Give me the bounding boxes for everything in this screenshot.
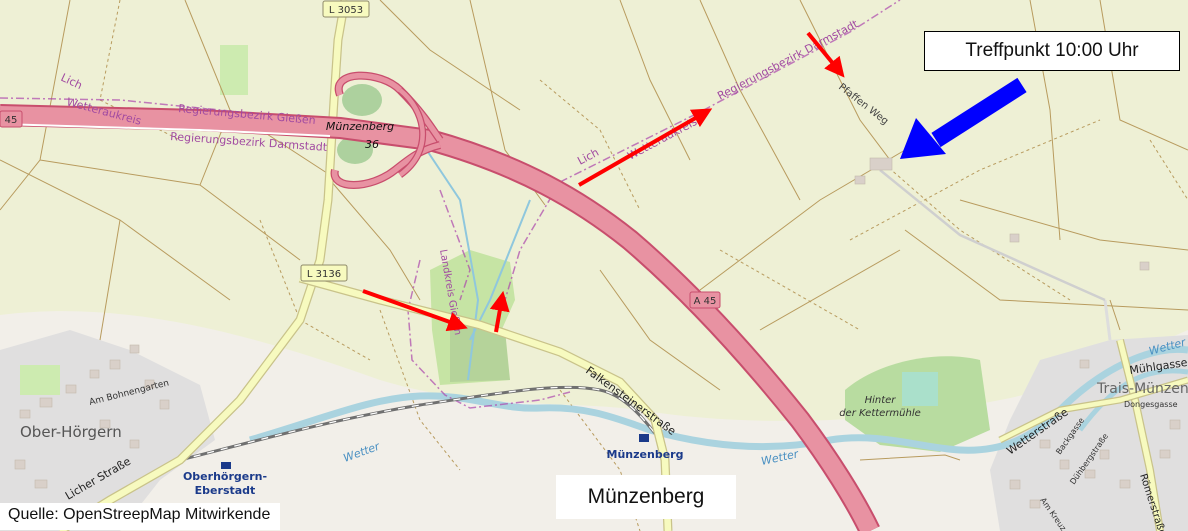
settlement-trais-muenzenberg [990, 335, 1188, 531]
valley-area [0, 311, 1188, 531]
road-shield-l3053: L 3053 [322, 0, 370, 18]
meadow-patch [20, 365, 60, 395]
route-arrow-4 [806, 31, 845, 78]
road-shield-l3136: L 3136 [300, 264, 348, 282]
railway [179, 385, 662, 462]
oberhoergern-station-label: Oberhörgern- [183, 470, 267, 483]
source-attribution: Quelle: OpenStreepMap Mitwirkende [0, 503, 281, 530]
oberhoergern-label: Ober-Hörgern [20, 423, 122, 441]
motorway-a45 [0, 71, 880, 531]
pond-area [902, 372, 938, 406]
svg-text:A 45: A 45 [694, 296, 717, 307]
muenzenberg-station-label: Münzenberg [607, 448, 684, 461]
route-arrow-3 [578, 108, 713, 187]
dongesgasse-label: Dongesgasse [1124, 400, 1178, 409]
road-shield-a45: A 45 [689, 291, 721, 309]
meeting-point-arrow [900, 77, 1027, 159]
junction-name-label: Münzenberg [326, 120, 394, 133]
forest-patch [337, 136, 373, 164]
hinter-label: Hinter [865, 395, 897, 406]
meeting-point-callout: Treffpunkt 10:00 Uhr [924, 31, 1180, 71]
farm-tracks [99, 0, 1188, 531]
secondary-roads [57, 0, 1188, 531]
road-shield-a45-left: 45 [0, 110, 23, 128]
forest-strip [450, 320, 510, 382]
streams [419, 139, 531, 381]
route-arrows [362, 31, 845, 333]
oberhoergern-station-label-2: Eberstadt [195, 484, 256, 497]
route-arrow-1 [362, 289, 468, 332]
forest-patch [342, 84, 382, 116]
minor-road [879, 169, 1106, 302]
town-label-box: Münzenberg [556, 475, 736, 519]
buildings [14, 157, 1181, 509]
svg-text:45: 45 [5, 115, 18, 126]
trais-muenzenberg-label: Trais-Münzenbe [1096, 381, 1188, 397]
route-arrow-2 [489, 290, 510, 333]
station-icon [221, 434, 649, 469]
motorway-divider [0, 123, 331, 137]
meadow-patch [220, 45, 248, 95]
svg-text:L 3053: L 3053 [329, 5, 363, 16]
der-kettermuehle-label: der Kettermühle [839, 408, 921, 419]
junction-number-label: 36 [365, 138, 379, 151]
svg-text:L 3136: L 3136 [307, 269, 341, 280]
